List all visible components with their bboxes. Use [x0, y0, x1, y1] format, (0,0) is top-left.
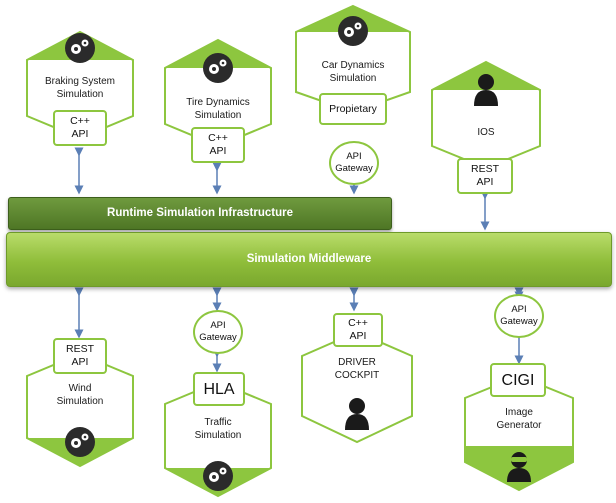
braking-api-box: C++ API	[53, 110, 107, 146]
gears-icon	[64, 32, 96, 64]
vr-headset-person-icon	[505, 450, 533, 482]
gears-icon	[337, 15, 369, 47]
wind-api-box: REST API	[53, 338, 107, 374]
braking-title-line1: Braking System	[44, 76, 116, 87]
ios-api-line1: REST	[470, 163, 499, 175]
braking-api-line2: API	[71, 128, 89, 140]
car-gateway-line2: Gateway	[335, 163, 373, 174]
wind-api-line1: REST	[65, 343, 94, 355]
ios-title: IOS	[477, 127, 495, 138]
braking-api-line1: C++	[70, 115, 90, 127]
wind-api-line2: API	[71, 356, 89, 368]
image-gateway-line2: Gateway	[500, 316, 538, 327]
driver-title-line2: COCKPIT	[334, 370, 380, 381]
runtime-infrastructure-bar: Runtime Simulation Infrastructure	[8, 197, 392, 230]
image-cigi-label: CIGI	[501, 371, 535, 389]
person-icon	[343, 396, 371, 430]
tire-title-line1: Tire Dynamics	[186, 97, 250, 108]
hexagon-shape	[301, 330, 413, 444]
image-gateway-line1: API	[511, 304, 527, 315]
tire-title-line2: Simulation	[194, 110, 242, 121]
gears-icon	[202, 52, 234, 84]
gears-icon	[64, 426, 96, 458]
car-title-line2: Simulation	[329, 73, 377, 84]
image-api-gateway: API Gateway	[494, 294, 544, 338]
gears-icon	[202, 460, 234, 492]
traffic-title-line1: Traffic	[204, 417, 232, 428]
driver-title-line1: DRIVER	[338, 357, 376, 368]
driver-api-line2: API	[349, 330, 367, 342]
traffic-title-line2: Simulation	[194, 430, 242, 441]
car-title-line1: Car Dynamics	[321, 60, 385, 71]
image-title-line2: Generator	[496, 420, 542, 431]
driver-api-box: C++ API	[333, 313, 383, 347]
car-proprietary-box: Propietary	[319, 93, 387, 125]
image-cigi-box: CIGI	[490, 363, 546, 397]
node-driver-cockpit: DRIVER COCKPIT	[300, 330, 414, 444]
car-api-gateway: API Gateway	[329, 141, 379, 185]
wind-title-line2: Simulation	[56, 396, 104, 407]
node-tire-dynamics: Tire Dynamics Simulation	[163, 38, 273, 148]
traffic-hla-label: HLA	[203, 380, 235, 398]
wind-title-line1: Wind	[68, 383, 92, 394]
node-image-generator: Image Generator	[463, 374, 575, 492]
braking-title-line2: Simulation	[56, 89, 104, 100]
traffic-gateway-line2: Gateway	[199, 332, 237, 343]
traffic-api-gateway: API Gateway	[193, 310, 243, 354]
car-proprietary-label: Propietary	[329, 102, 377, 115]
person-icon	[472, 72, 500, 106]
traffic-gateway-line1: API	[210, 320, 226, 331]
image-title-line1: Image	[505, 407, 533, 418]
tire-api-line1: C++	[208, 132, 228, 144]
traffic-hla-box: HLA	[193, 372, 245, 406]
tire-api-box: C++ API	[191, 127, 245, 163]
car-gateway-line1: API	[346, 151, 362, 162]
simulation-middleware-bar: Simulation Middleware	[6, 232, 612, 287]
ios-api-line2: API	[476, 176, 494, 188]
node-ios: IOS	[430, 60, 542, 170]
node-car-dynamics: Car Dynamics Simulation	[294, 4, 412, 114]
tire-api-line2: API	[209, 145, 227, 157]
driver-api-line1: C++	[348, 317, 368, 329]
node-traffic: Traffic Simulation	[163, 380, 273, 498]
ios-api-box: REST API	[457, 158, 513, 194]
node-wind: Wind Simulation	[25, 352, 135, 468]
